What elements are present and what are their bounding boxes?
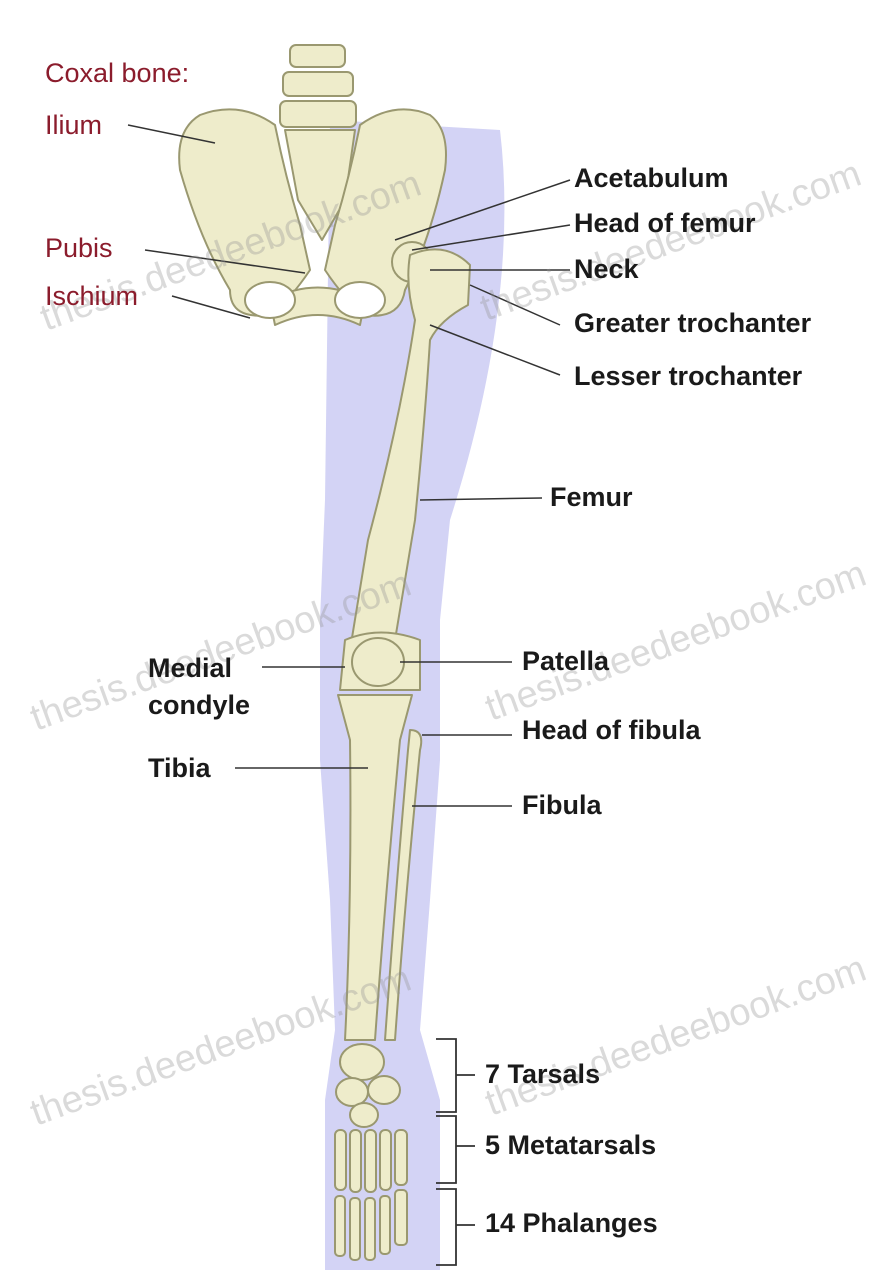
tarsal [336,1078,368,1106]
label-tarsals: 7 Tarsals [485,1059,600,1089]
phalanx [350,1198,360,1260]
bracket-metatarsals [436,1116,475,1183]
metatarsal [350,1130,361,1192]
label-head-of-fibula: Head of fibula [522,715,701,745]
vertebra [280,101,356,127]
label-phalanges: 14 Phalanges [485,1208,658,1238]
right-obturator [335,282,385,318]
label-femur: Femur [550,482,633,512]
label-ischium: Ischium [45,281,138,311]
phalanx [380,1196,390,1254]
label-medial-condyle-line1: Medial [148,653,232,683]
label-lesser-trochanter: Lesser trochanter [574,361,802,391]
label-fibula: Fibula [522,790,602,820]
patella-bone [352,638,404,686]
label-coxal-bone: Coxal bone: [45,58,189,88]
phalanx [365,1198,375,1260]
tarsal [350,1103,378,1127]
label-acetabulum: Acetabulum [574,163,729,193]
tarsal [368,1076,400,1104]
label-ilium: Ilium [45,110,102,140]
vertebra [283,72,353,96]
label-pubis: Pubis [45,233,113,263]
bracket-phalanges [436,1189,475,1265]
metatarsal [365,1130,376,1192]
phalanx [395,1190,407,1245]
metatarsal [335,1130,346,1190]
left-obturator [245,282,295,318]
label-greater-trochanter: Greater trochanter [574,308,811,338]
label-neck: Neck [574,254,639,284]
label-medial-condyle-line2: condyle [148,690,250,720]
label-metatarsals: 5 Metatarsals [485,1130,656,1160]
label-tibia: Tibia [148,753,211,783]
label-patella: Patella [522,646,609,676]
metatarsal [395,1130,407,1185]
label-head-of-femur: Head of femur [574,208,756,238]
tarsal [340,1044,384,1080]
vertebra [290,45,345,67]
bracket-tarsals [436,1039,475,1112]
phalanx [335,1196,345,1256]
metatarsal [380,1130,391,1190]
